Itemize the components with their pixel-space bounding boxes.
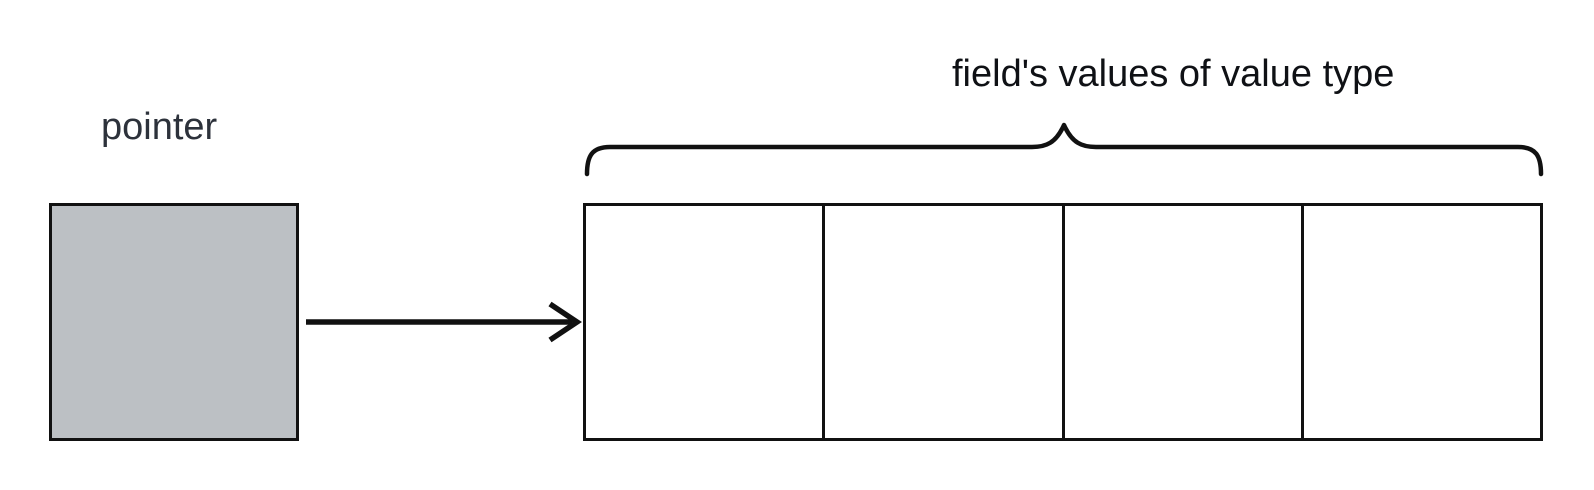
arrow-right-icon	[306, 301, 582, 343]
curly-brace-icon	[584, 122, 1544, 177]
array-cells-row	[583, 203, 1543, 441]
pointer-label: pointer	[101, 106, 218, 148]
array-cell	[1061, 206, 1301, 438]
array-cell	[586, 206, 823, 438]
array-cell	[822, 206, 1062, 438]
pointer-box	[49, 203, 299, 441]
values-label: field's values of value type	[952, 53, 1395, 95]
array-cell	[1300, 206, 1540, 438]
